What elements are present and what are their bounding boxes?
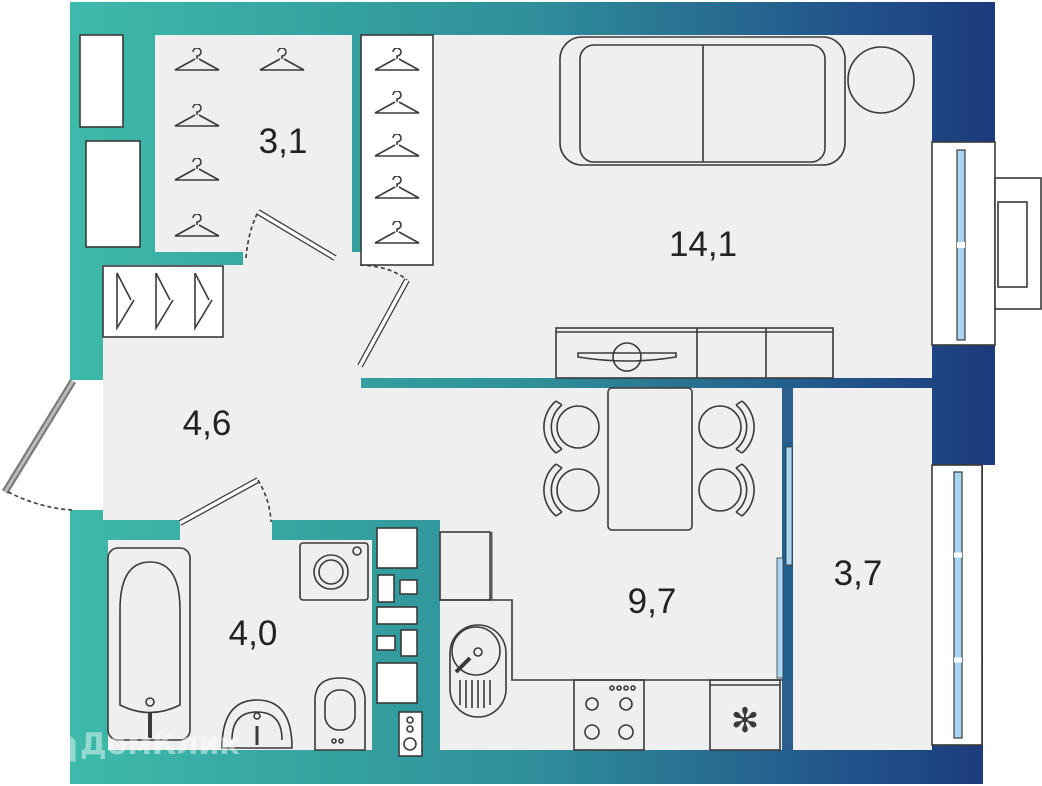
washbasin: [221, 699, 293, 749]
exterior-cutout: [983, 465, 1042, 786]
living-window: [931, 141, 996, 346]
toilet: [314, 677, 366, 751]
bathtub: [107, 547, 191, 741]
loggia-glass: [785, 446, 793, 566]
area-label-wardrobe: 3,1: [259, 122, 308, 161]
watermark-logo: ДомКлик: [40, 725, 240, 762]
storage-cabinet: [79, 34, 124, 128]
dining-table: [607, 387, 693, 531]
fridge: ✻: [709, 679, 781, 751]
storage-cabinet: [85, 140, 141, 248]
hall-coat-rack: [102, 265, 224, 338]
area-label-loggia: 3,7: [834, 554, 883, 593]
loggia-window: [931, 464, 983, 746]
area-label-kitchen: 9,7: [628, 582, 677, 621]
room-floors: [103, 35, 932, 750]
area-label-living-room: 14,1: [669, 225, 737, 264]
loggia-wall: [782, 680, 793, 750]
living-room-door[interactable]: [357, 264, 410, 368]
bathroom-door[interactable]: [178, 477, 272, 526]
tv-console: [555, 327, 834, 379]
svg-text:ДомКлик: ДомКлик: [80, 727, 240, 762]
kitchen-counter: [439, 531, 782, 681]
ac-unit: [994, 177, 1042, 310]
wardrobe-closet: [360, 34, 434, 266]
area-label-bathroom: 4,0: [229, 614, 278, 653]
kitchen-sink: [449, 624, 507, 718]
side-table: [847, 46, 915, 114]
washing-machine: [299, 542, 369, 601]
loggia-glass: [776, 557, 784, 679]
loggia-wall: [782, 388, 793, 442]
entrance-opening: [70, 380, 103, 510]
sofa: [559, 36, 846, 166]
svg-text:✻: ✻: [731, 701, 760, 741]
area-label-hallway: 4,6: [183, 404, 232, 443]
wardrobe-door[interactable]: [245, 209, 337, 261]
stove: [573, 679, 645, 751]
utility-shaft: [376, 527, 423, 757]
entrance-door[interactable]: [2, 379, 76, 511]
hall-hangers: [116, 272, 213, 331]
